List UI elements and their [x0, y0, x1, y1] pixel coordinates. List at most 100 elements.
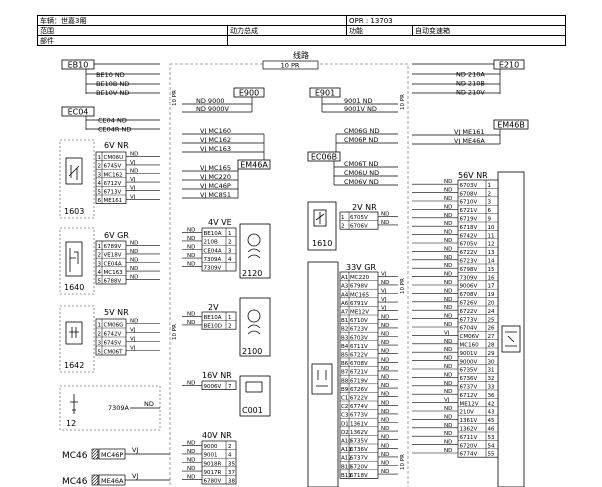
mc46-2-label: MC46 — [62, 477, 88, 487]
c001-diag-port-icon — [245, 381, 263, 393]
pin-wire-color: VJ — [444, 330, 450, 336]
ec06b-wire-label: CM06G ND — [344, 127, 379, 135]
pin-wire-code: 9001 — [204, 453, 218, 459]
ec04-label: EC04 — [68, 108, 89, 117]
e900-label: E900 — [239, 89, 259, 98]
pin-wire-color: ND — [381, 357, 389, 363]
pin-number: B3 — [341, 335, 349, 341]
pin-wire-code: CM06G — [104, 323, 124, 329]
pin-number: 53 — [488, 435, 495, 441]
pin-number: 35 — [228, 461, 235, 467]
c1642-sensor-glyph — [69, 327, 79, 338]
pin-wire-code: MC162 — [104, 172, 123, 178]
ecu33-body — [307, 261, 339, 487]
scope-value: 动力总成 — [230, 26, 258, 35]
c2100-solenoid-glyph — [247, 324, 261, 335]
pin-wire-color: VJ — [130, 328, 136, 334]
c001-box — [239, 375, 271, 417]
pin-number: 2 — [98, 253, 102, 259]
pin-wire-color: ND — [381, 452, 389, 458]
pin-wire-code: 7309V — [460, 275, 478, 281]
pin-wire-code: 9000 — [204, 444, 218, 450]
pin-wire-code: 6774V — [350, 404, 368, 410]
pin-number: B9 — [341, 387, 349, 393]
pin-wire-color: ND — [187, 236, 195, 242]
pin-wire-code: 210V — [460, 410, 474, 416]
pin-number: 29 — [488, 351, 495, 357]
pin-wire-code: 6708V — [460, 191, 478, 197]
pin-wire-code: 6722V — [350, 396, 368, 402]
pin-wire-color: ND — [444, 288, 452, 294]
pin-wire-code: 1361V — [460, 418, 478, 424]
connector-e210: E210 ND 210A ND 210B ND 210V — [412, 59, 525, 97]
pr-label-2: 10 PR — [172, 324, 178, 340]
pin-number: A4 — [341, 292, 349, 298]
pin-number: 1 — [488, 183, 492, 189]
pin-wire-code: 1362V — [350, 430, 368, 436]
pin-wire-color: ND — [187, 227, 195, 233]
pin-wire-code: 6722V — [460, 250, 478, 256]
pin-number: 2 — [488, 191, 492, 197]
em46b-label: EM46B — [497, 121, 525, 130]
em46a-wire-label: VJ MC165 — [200, 164, 231, 172]
e901-wire-label: 9001 ND — [344, 97, 372, 105]
pin-wire-code: 6718V — [460, 225, 478, 231]
pin-wire-color: ND — [444, 448, 452, 454]
pin-wire-color: ND — [381, 375, 389, 381]
pin-number: 2 — [228, 324, 232, 330]
pin-wire-code: 6710V — [460, 200, 478, 206]
pin-wire-code: 6791V — [350, 301, 368, 307]
pin-wire-color: ND — [444, 238, 452, 244]
eb10-label: EB10 — [68, 61, 89, 70]
title-block: 车辆：世嘉3厢 OPR : 13703 范围 动力总成 功能 自动变速箱 部件 — [37, 15, 567, 46]
pin-wire-color: ND — [381, 392, 389, 398]
e210-wire-label: ND 210V — [456, 89, 485, 97]
pin-number: D2 — [341, 430, 349, 436]
pin-wire-color: ND — [187, 320, 195, 326]
pin-number: 4 — [228, 453, 232, 459]
pin-number: 45 — [488, 418, 495, 424]
connector-ec04: EC04 CE04 ND CE04R ND — [61, 106, 160, 134]
c56v-pin-block — [457, 179, 499, 458]
pin-number: 31 — [488, 368, 495, 374]
em46a-wire-label: VJ MC162 — [200, 136, 231, 144]
mc46-1-label: MC46 — [62, 451, 88, 461]
c001-header: 16V NR — [202, 371, 232, 380]
pin-wire-code: 6798V — [350, 284, 368, 290]
pin-wire-color: ND — [187, 475, 195, 481]
c40v-pin-block — [201, 440, 237, 485]
em46a-wire-label: VJ MC160 — [200, 127, 231, 135]
pin-number: 1 — [98, 323, 102, 329]
pin-wire-color: ND — [130, 275, 138, 281]
pin-wire-code: 6703V — [460, 183, 478, 189]
mc46-2-hatch — [91, 474, 99, 486]
pr-label-1: 10 PR — [172, 90, 178, 106]
pin-wire-code: 9000V — [460, 359, 478, 365]
pin-wire-color: VJ — [444, 398, 450, 404]
pin-number: 1 — [98, 155, 102, 161]
pin-wire-color: VJ — [130, 160, 136, 166]
pin-wire-code: 6706V — [350, 224, 368, 230]
e901-wire-label: 9001V ND — [344, 105, 377, 113]
pin-number: 37 — [228, 470, 235, 476]
pin-wire-color: ND — [381, 349, 389, 355]
em46a-wire-label: VJ MC46P — [200, 182, 231, 190]
pin-number: 20 — [488, 301, 495, 307]
pin-number: 3 — [98, 172, 102, 178]
connector-mc46-1: MC46 MC46P VJ — [62, 446, 170, 461]
ec06b-wire-label: CM06T ND — [344, 160, 378, 168]
pin-wire-color: ND — [444, 255, 452, 261]
c2120-box — [239, 223, 271, 279]
em46a-wire-label: VJ MC220 — [200, 173, 231, 181]
pin-wire-code: MC163 — [104, 270, 124, 276]
ec06b-label: EC06B — [311, 153, 337, 162]
pin-wire-color: ND — [381, 323, 389, 329]
